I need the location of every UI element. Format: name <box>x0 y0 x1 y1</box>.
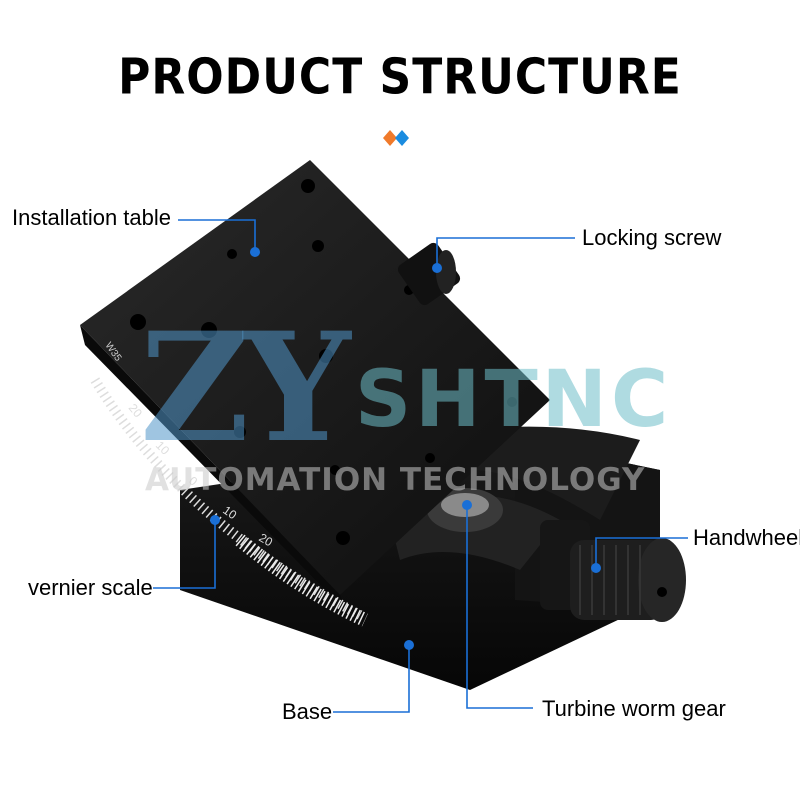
scale-mark-20b: 20 <box>257 530 276 549</box>
locking-screw-knob <box>397 242 461 306</box>
installation-table-plate <box>80 160 550 610</box>
watermark-brand: SHTNC <box>355 355 673 445</box>
label-vernier-scale: vernier scale <box>28 575 153 600</box>
label-turbine-worm-gear: Turbine worm gear <box>542 696 726 721</box>
leader-dots <box>210 247 601 650</box>
handwheel-knob <box>540 520 686 622</box>
page-title: PRODUCT STRUCTURE <box>118 48 682 107</box>
watermark-tagline: AUTOMATION TECHNOLOGY <box>145 462 646 498</box>
label-locking-screw: Locking screw <box>582 225 722 250</box>
diamond-decoration-icon <box>383 130 409 146</box>
label-handwheel: Handwheel <box>693 525 800 550</box>
label-installation-table: Installation table <box>12 205 171 230</box>
watermark-logo: ZY <box>140 300 351 476</box>
curved-cradle <box>470 426 640 520</box>
label-base: Base <box>282 699 333 724</box>
leader-lines <box>153 219 688 713</box>
